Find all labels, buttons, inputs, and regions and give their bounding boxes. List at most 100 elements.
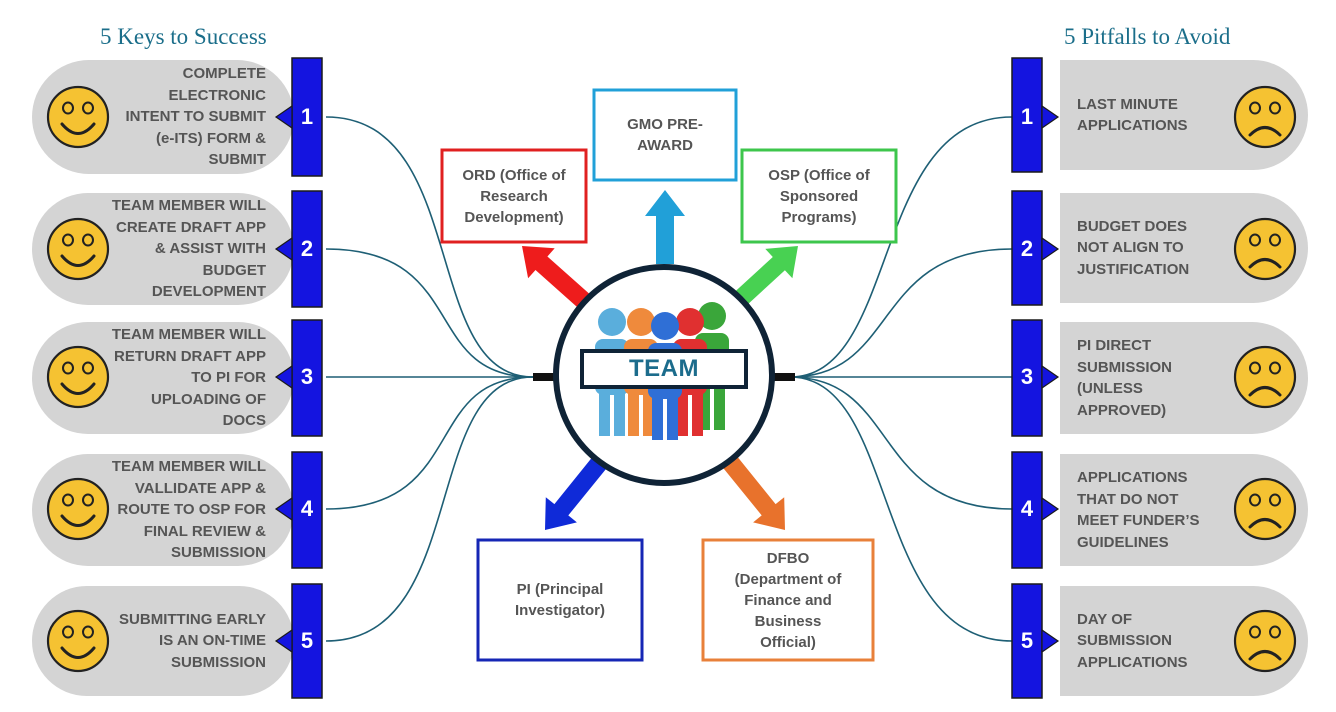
text-line: Research xyxy=(480,187,548,205)
key-pill xyxy=(32,454,294,566)
smiley-face-icon xyxy=(46,217,110,281)
left-arrow-icon xyxy=(274,496,293,522)
key-pill xyxy=(32,60,294,174)
text-line: (Department of xyxy=(734,570,842,588)
text-line: APPLICATIONS xyxy=(1077,653,1188,671)
key-number-block xyxy=(291,451,323,569)
text-line: UPLOADING OF xyxy=(151,390,266,408)
right-arrow-icon xyxy=(1041,236,1060,262)
text-line: BUDGET DOES xyxy=(1077,217,1188,235)
pitfall-row-3 xyxy=(1011,319,1308,437)
text-line: Development) xyxy=(464,208,564,226)
key-number: 4 xyxy=(300,496,314,521)
frowning-face-icon xyxy=(1233,345,1297,409)
left-connector-1 xyxy=(325,116,534,378)
text-line: Investigator) xyxy=(514,602,605,619)
text-line: FINAL REVIEW & xyxy=(143,522,266,540)
key-number: 2 xyxy=(300,236,314,261)
ord-arrow-icon xyxy=(522,246,591,309)
pitfall-number: 1 xyxy=(1020,104,1034,129)
left-arrow-icon xyxy=(274,628,293,654)
pitfall-number: 4 xyxy=(1020,496,1034,521)
pitfall-number: 3 xyxy=(1020,364,1034,389)
key-row-1 xyxy=(32,57,323,177)
pitfall-text: BUDGET DOES NOT ALIGN TO JUSTIFICATION xyxy=(1077,193,1227,303)
pitfall-number-block xyxy=(1011,319,1043,437)
text-line: Programs) xyxy=(781,208,857,226)
text-line: SUBMISSION xyxy=(170,544,266,562)
left-connector-stub xyxy=(533,373,555,381)
smiley-face-icon xyxy=(46,609,110,673)
connector-lines xyxy=(325,116,1013,642)
smiley-face-icon xyxy=(46,85,110,149)
text-line: Finance and xyxy=(744,591,832,609)
pitfall-pill xyxy=(1060,586,1308,696)
team-circle xyxy=(553,264,775,486)
text-line: (e-ITS) FORM & xyxy=(156,129,266,147)
text-line: DOCS xyxy=(222,412,266,430)
pitfalls-title: 5 Pitfalls to Avoid xyxy=(1064,24,1231,49)
pi-box xyxy=(476,538,644,662)
pitfall-row-5 xyxy=(1011,583,1308,699)
text-line: TO PI FOR xyxy=(191,369,266,387)
dfbo-box xyxy=(701,538,875,662)
text-line: GUIDELINES xyxy=(1077,533,1169,551)
key-number-block xyxy=(291,319,323,437)
text-line: (UNLESS xyxy=(1077,380,1143,397)
pitfall-number: 2 xyxy=(1020,236,1034,261)
text-line: TEAM MEMBER WILL xyxy=(111,326,266,344)
text-line: SUBMISSION xyxy=(170,653,266,671)
text-line: PI (Principal xyxy=(516,581,604,598)
key-number: 1 xyxy=(300,104,314,129)
key-number-block xyxy=(291,57,323,177)
pitfall-row-1 xyxy=(1011,57,1308,173)
key-row-4 xyxy=(32,451,323,569)
right-arrow-icon xyxy=(1041,496,1060,522)
pitfall-number-block xyxy=(1011,451,1043,569)
dfbo-arrow-icon xyxy=(723,456,785,530)
text-line: AWARD xyxy=(637,137,693,154)
text-line: DEVELOPMENT xyxy=(151,283,266,301)
text-line: ROUTE TO OSP FOR xyxy=(117,501,266,519)
text-line: PI DIRECT xyxy=(1077,337,1152,354)
team-label: TEAM xyxy=(629,355,699,382)
text-line: INTENT TO SUBMIT xyxy=(125,108,266,126)
pi-arrow-icon xyxy=(545,456,607,530)
text-line: CREATE DRAFT APP xyxy=(116,218,266,236)
frowning-face-icon xyxy=(1233,477,1297,541)
text-line: & ASSIST WITH xyxy=(154,240,266,258)
gmo-arrow-icon xyxy=(645,190,685,264)
pitfall-pill xyxy=(1060,454,1308,566)
text-line: ELECTRONIC xyxy=(168,86,267,104)
text-line: SUBMISSION xyxy=(1077,358,1173,376)
pitfall-number-block xyxy=(1011,583,1043,699)
pitfall-number: 5 xyxy=(1020,628,1034,653)
text-line: NOT ALIGN TO xyxy=(1077,239,1184,257)
text-line: GMO PRE- xyxy=(627,116,703,133)
key-row-3 xyxy=(32,319,323,437)
text-line: VALLIDATE APP & xyxy=(134,479,266,497)
text-line: SUBMISSION xyxy=(1077,632,1173,650)
ord-box xyxy=(440,148,588,244)
osp-box xyxy=(740,148,898,244)
text-line: APPROVED) xyxy=(1077,401,1167,419)
left-connector-2 xyxy=(325,248,534,378)
text-line: JUSTIFICATION xyxy=(1077,260,1190,278)
left-arrow-icon xyxy=(274,364,293,390)
pitfall-pill xyxy=(1060,193,1308,303)
text-line: SUBMITTING EARLY xyxy=(119,610,266,628)
text-line: DFBO xyxy=(766,549,810,567)
key-pill xyxy=(32,193,294,305)
frowning-face-icon xyxy=(1233,85,1297,149)
key-pill xyxy=(32,586,294,696)
key-row-2 xyxy=(32,190,323,308)
